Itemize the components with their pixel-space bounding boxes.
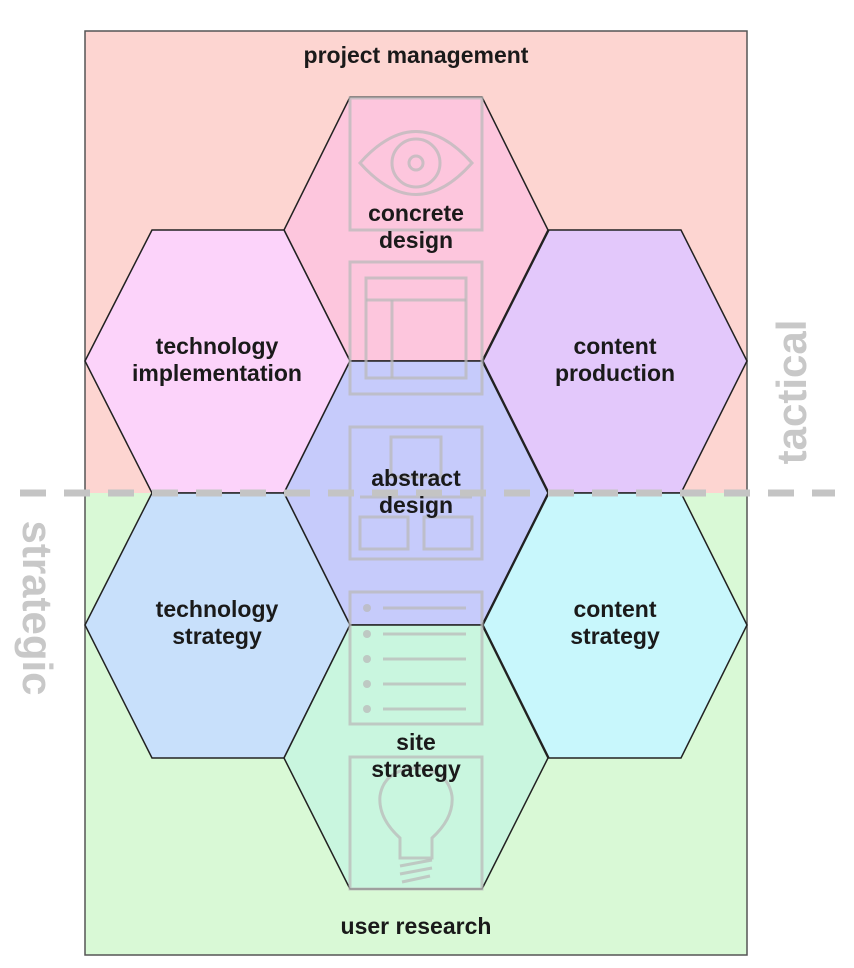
concrete-design-label-2: design	[379, 227, 453, 253]
strategic-label: strategic	[14, 520, 61, 695]
site-strategy-label-1: site	[396, 729, 436, 755]
content-production-label-2: production	[555, 360, 675, 386]
abstract-design-label-1: abstract	[371, 465, 461, 491]
technology-strategy-label-2: strategy	[172, 623, 262, 649]
content-production-label-1: content	[573, 333, 656, 359]
site-strategy-label-2: strategy	[371, 756, 461, 782]
project-management-label: project management	[304, 42, 529, 68]
lightbulb-icon	[348, 755, 484, 891]
technology-implementation-label-2: implementation	[132, 360, 302, 386]
technology-strategy-label-1: technology	[156, 596, 279, 622]
eye-icon	[348, 96, 484, 232]
abstract-design-label-2: design	[379, 492, 453, 518]
user-research-label: user research	[341, 913, 492, 939]
content-strategy-label-1: content	[573, 596, 656, 622]
tactical-label: tactical	[768, 320, 815, 465]
content-strategy-label-2: strategy	[570, 623, 660, 649]
concrete-design-label-1: concrete	[368, 200, 464, 226]
list-icon	[348, 590, 484, 726]
technology-implementation-label-1: technology	[156, 333, 279, 359]
page-layout-icon	[348, 260, 484, 396]
